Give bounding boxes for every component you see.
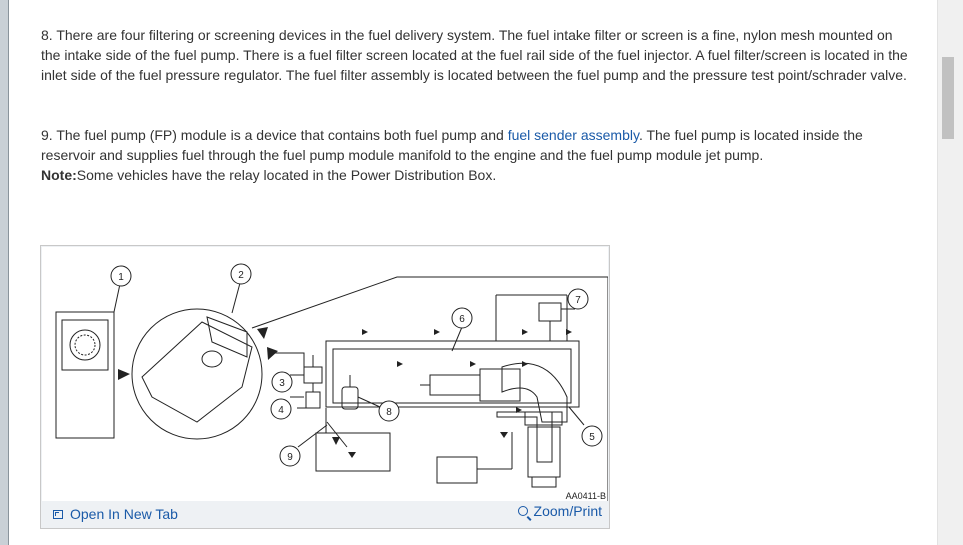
note-label: Note: [41, 167, 77, 183]
zoom-print-button[interactable]: Zoom/Print [517, 503, 602, 519]
paragraph-9-text-start: 9. The fuel pump (FP) module is a device… [41, 127, 508, 143]
open-in-new-tab-button[interactable]: Open In New Tab [53, 506, 178, 522]
fuel-system-diagram-svg: 1 2 3 4 5 6 7 8 9 [55, 263, 609, 501]
vertical-scrollbar[interactable] [937, 0, 963, 545]
note-text: Some vehicles have the relay located in … [76, 167, 497, 183]
callout-1: 1 [118, 272, 124, 283]
callout-3: 3 [279, 378, 285, 389]
open-new-tab-icon [53, 509, 63, 519]
figure-toolbar: Open In New Tab Zoom/Print [41, 502, 607, 526]
fuel-sender-assembly-link[interactable]: fuel sender assembly [507, 127, 639, 143]
window-left-edge [0, 0, 9, 545]
callout-9: 9 [287, 452, 293, 463]
callout-5: 5 [589, 432, 595, 443]
paragraph-9: 9. The fuel pump (FP) module is a device… [41, 125, 911, 185]
figure-code: AA0411-B [565, 491, 606, 501]
callout-2: 2 [238, 270, 244, 281]
magnifier-icon [517, 506, 528, 516]
open-in-new-tab-label: Open In New Tab [70, 506, 178, 522]
callout-6: 6 [459, 314, 465, 325]
window-left-border [8, 0, 9, 545]
paragraph-9-text-end: . The fuel pump is located inside the re… [41, 127, 863, 163]
scrollbar-thumb[interactable] [942, 57, 954, 139]
fuel-system-diagram: 1 2 3 4 5 6 7 8 9 [42, 247, 609, 501]
figure-container: 1 2 3 4 5 6 7 8 9 AA0411-B Open In New T… [40, 245, 610, 529]
paragraph-8: 8. There are four filtering or screening… [41, 27, 908, 83]
callout-4: 4 [278, 405, 284, 416]
callout-7: 7 [575, 295, 581, 306]
zoom-print-label: Zoom/Print [533, 503, 602, 519]
callout-8: 8 [386, 407, 392, 418]
